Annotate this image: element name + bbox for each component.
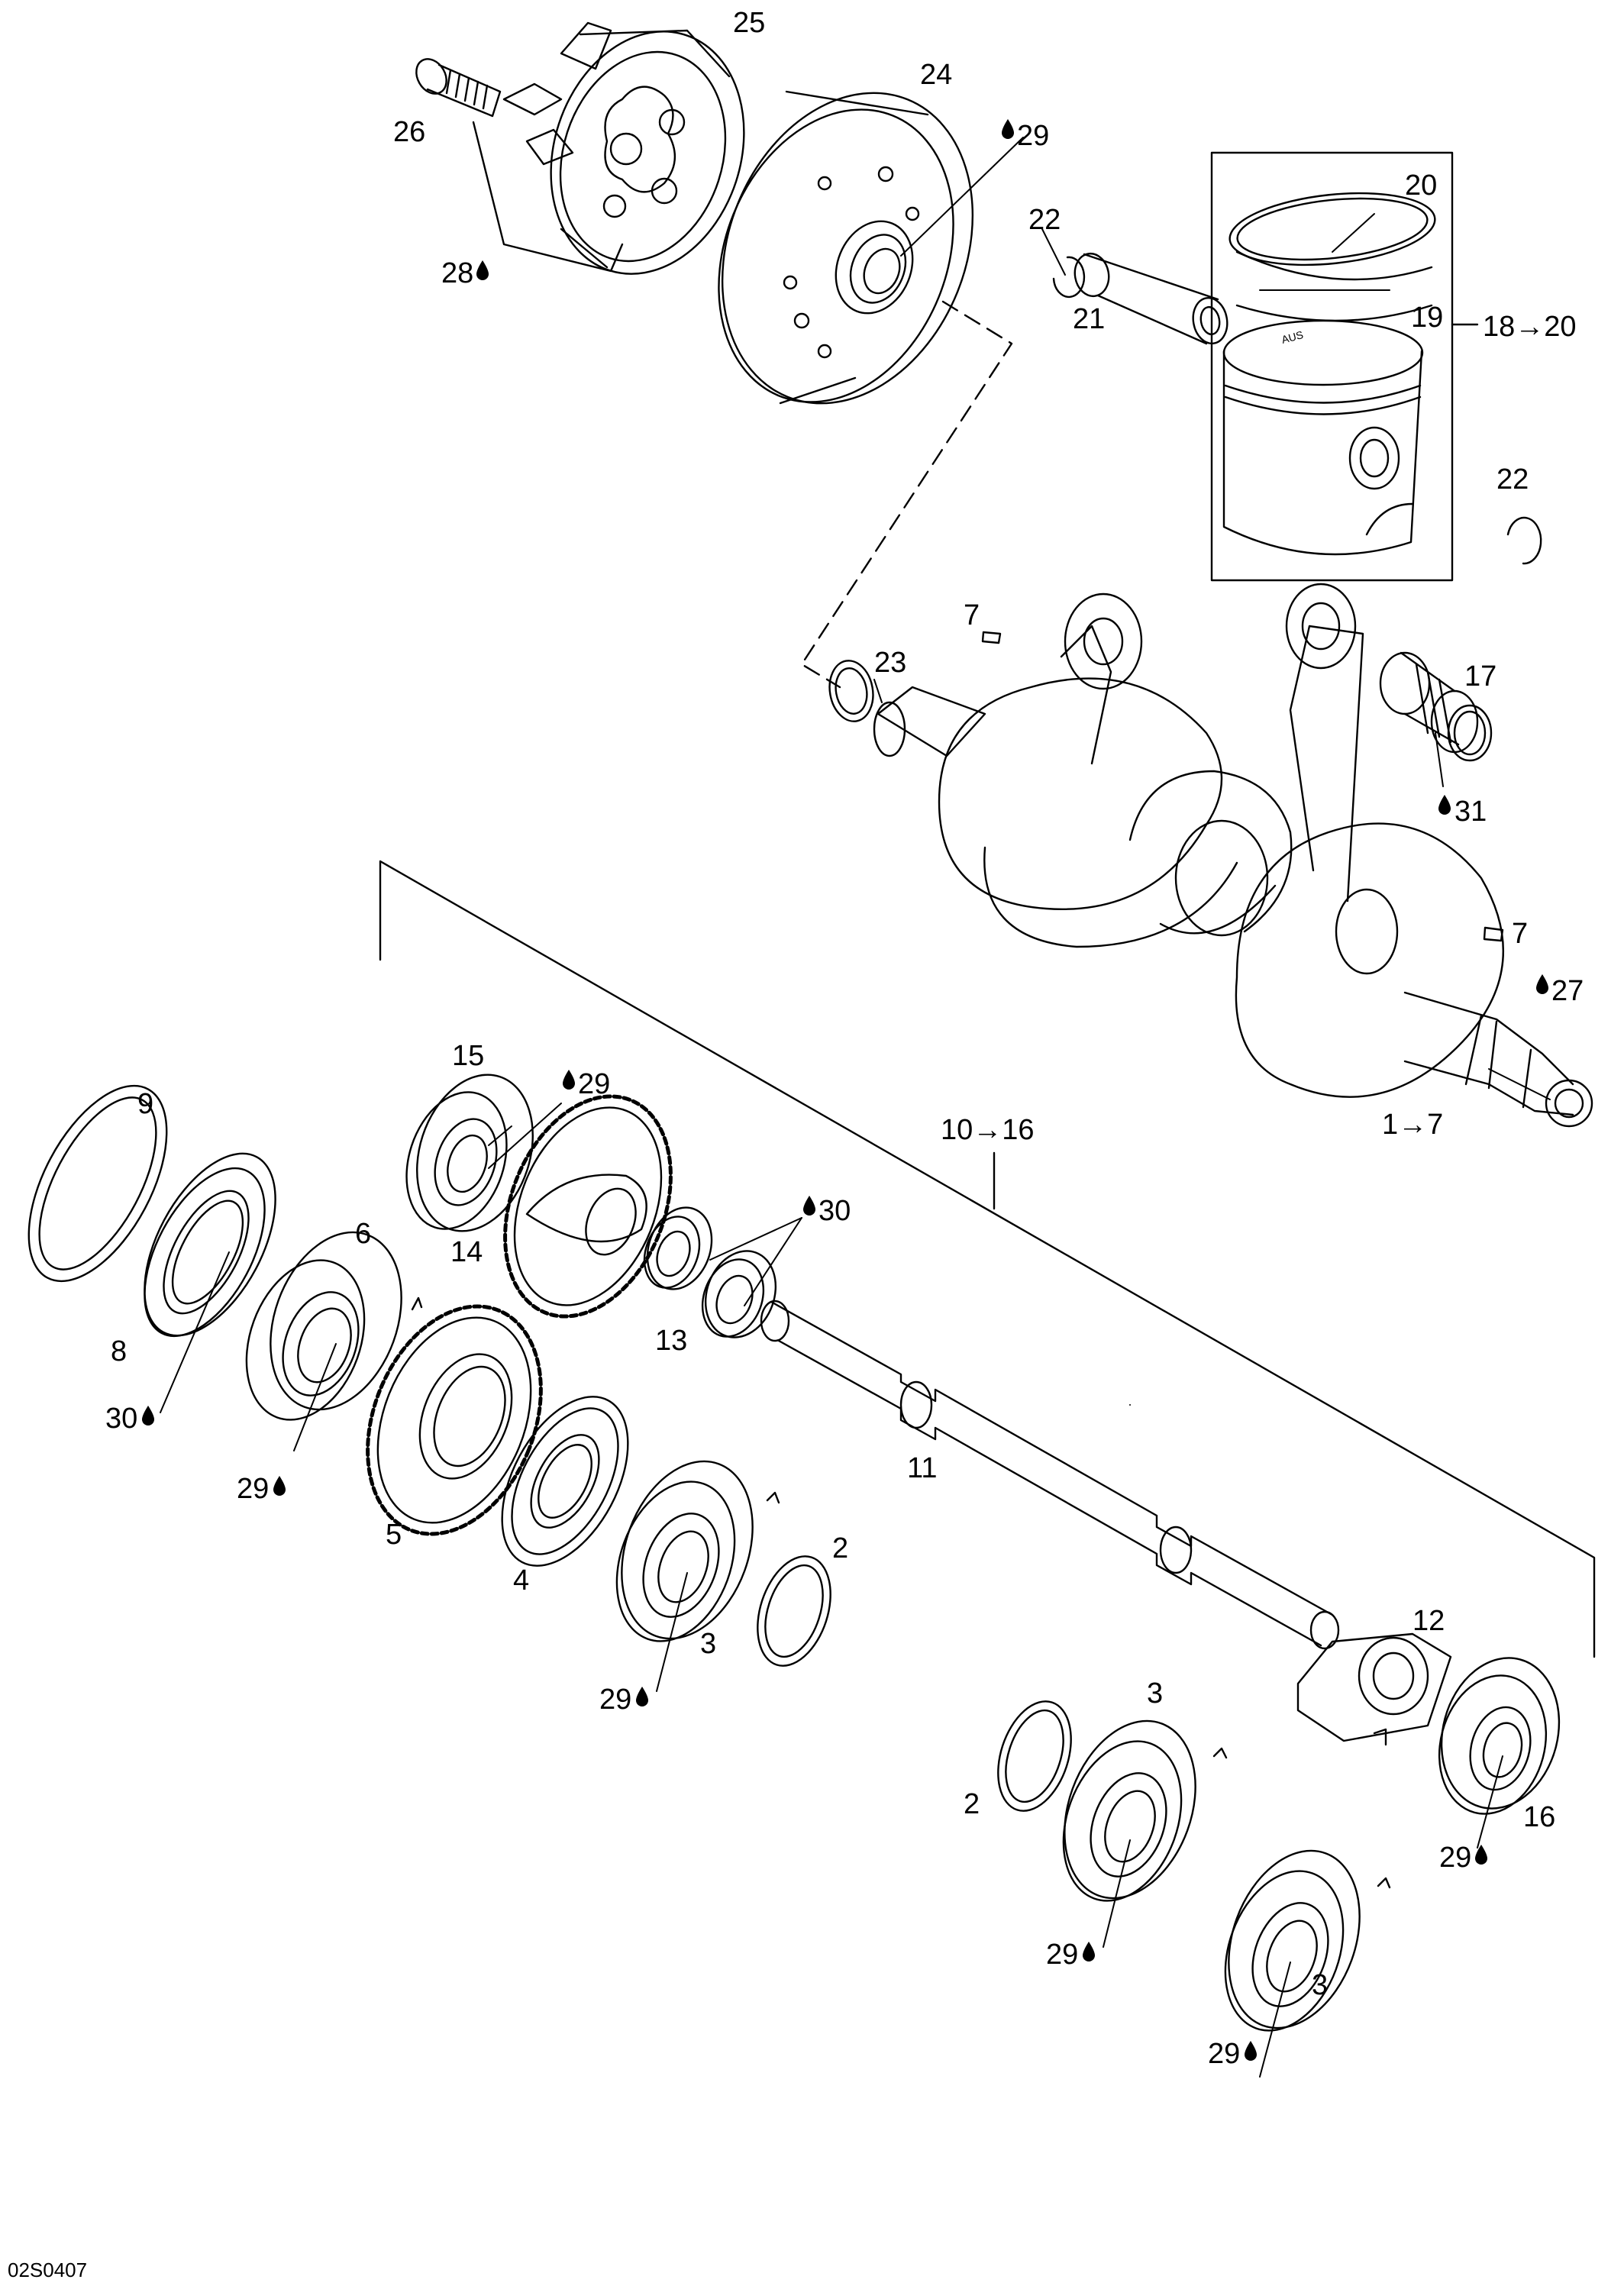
circlip-2a xyxy=(744,1547,843,1675)
callout-5: 5 xyxy=(386,1519,402,1551)
callout-12: 12 xyxy=(1413,1605,1445,1637)
drive-hub-25 xyxy=(504,6,774,299)
callout-14: 14 xyxy=(450,1236,483,1268)
callout-10: 10→16 xyxy=(941,1114,1035,1146)
callout-18: 18→20 xyxy=(1483,311,1577,343)
callout-22b: 22 xyxy=(1496,463,1529,496)
key-7a xyxy=(983,632,1000,643)
callout-19: 19 xyxy=(1411,302,1443,334)
callout-29e: 29 xyxy=(1439,1842,1471,1874)
flywheel-24 xyxy=(676,55,1017,441)
callout-16: 16 xyxy=(1523,1801,1555,1833)
callout-28: 28 xyxy=(441,257,473,289)
callout-29b: 29 xyxy=(578,1068,610,1100)
callout-22: 22 xyxy=(1028,204,1061,236)
thrust-washer-4 xyxy=(476,1376,654,1587)
alignment-line xyxy=(800,300,1013,689)
callout-29f: 29 xyxy=(1046,1939,1078,1971)
oil-drop-icon xyxy=(803,1196,815,1216)
callout-9: 9 xyxy=(137,1088,153,1120)
key-7b xyxy=(1484,928,1503,941)
callout-20: 20 xyxy=(1405,170,1437,202)
callout-29g: 29 xyxy=(1208,2038,1240,2070)
ball-bearing-3c xyxy=(1204,1832,1390,2047)
oil-drop-icon xyxy=(1245,2041,1257,2061)
piston-pin-21 xyxy=(1071,251,1230,347)
bearing-16 xyxy=(1425,1645,1576,1826)
ball-bearing-6 xyxy=(225,1214,425,1436)
callout-26: 26 xyxy=(393,116,425,148)
callout-3b: 3 xyxy=(1147,1677,1163,1710)
bearing-15 xyxy=(390,1060,552,1246)
callout-8: 8 xyxy=(111,1335,127,1367)
leader-28 xyxy=(472,121,624,273)
oil-drop-icon xyxy=(1083,1942,1095,1962)
ball-bearing-3b xyxy=(1041,1703,1226,1917)
callout-7b: 7 xyxy=(1512,918,1528,950)
callout-6: 6 xyxy=(355,1218,371,1250)
callout-27: 27 xyxy=(1551,975,1584,1007)
piston-marking: AUS xyxy=(1280,328,1305,346)
callout-2a: 2 xyxy=(832,1532,848,1564)
leader-lines xyxy=(160,137,1551,2078)
callout-15: 15 xyxy=(452,1040,484,1072)
callout-21: 21 xyxy=(1073,303,1105,335)
callout-1: 1→7 xyxy=(1382,1109,1443,1141)
shaft-11 xyxy=(761,1301,1338,1648)
needle-bearing-13 xyxy=(635,1199,788,1348)
oil-drop-icon xyxy=(1536,974,1548,994)
gear-14 xyxy=(474,1071,702,1341)
diagram-code: 02S0407 xyxy=(8,2259,87,2281)
oil-drop-icon xyxy=(1438,795,1451,815)
oil-drop-icon xyxy=(476,260,489,280)
lever-12 xyxy=(1298,1634,1451,1745)
callout-30b: 30 xyxy=(105,1403,137,1435)
piston-kit-box xyxy=(1212,153,1477,580)
callout-13: 13 xyxy=(655,1325,687,1357)
callout-7a: 7 xyxy=(964,599,980,631)
callout-17: 17 xyxy=(1464,660,1496,693)
oil-drop-icon xyxy=(1002,119,1014,139)
callout-3c: 3 xyxy=(1312,1969,1328,2001)
callout-24: 24 xyxy=(920,59,952,91)
ball-bearing-3a xyxy=(596,1443,779,1658)
group-bracket xyxy=(379,860,1596,1658)
oil-drop-icon xyxy=(563,1070,575,1090)
callout-29c: 29 xyxy=(237,1473,269,1505)
oil-drop-icon xyxy=(273,1476,286,1496)
callout-30: 30 xyxy=(818,1195,851,1227)
callout-31: 31 xyxy=(1454,796,1487,828)
callout-labels: 25 24 26 29 22 20 19 18→20 21 22 28 7 23… xyxy=(8,7,1584,2281)
callout-11: 11 xyxy=(907,1452,937,1484)
callout-29d: 29 xyxy=(599,1684,631,1716)
callout-25: 25 xyxy=(733,7,765,39)
crankshaft-assembly xyxy=(874,584,1592,1126)
callout-29: 29 xyxy=(1017,120,1049,152)
callout-4: 4 xyxy=(513,1564,529,1597)
oil-drop-icon xyxy=(142,1406,154,1426)
callout-23: 23 xyxy=(874,647,906,679)
gear-5 xyxy=(336,1280,573,1560)
circlip-2b xyxy=(985,1692,1083,1820)
oil-drop-icon xyxy=(636,1687,648,1706)
washer-9 xyxy=(0,1064,195,1303)
callout-3a: 3 xyxy=(700,1628,716,1660)
circlip-22a xyxy=(1054,257,1084,297)
circlip-22b xyxy=(1508,518,1541,563)
oil-seal-8 xyxy=(118,1132,302,1356)
bolt-26 xyxy=(410,53,500,116)
seal-ring-23 xyxy=(825,657,877,725)
needle-bearing-17 xyxy=(1380,653,1491,760)
callout-2b: 2 xyxy=(964,1788,980,1820)
